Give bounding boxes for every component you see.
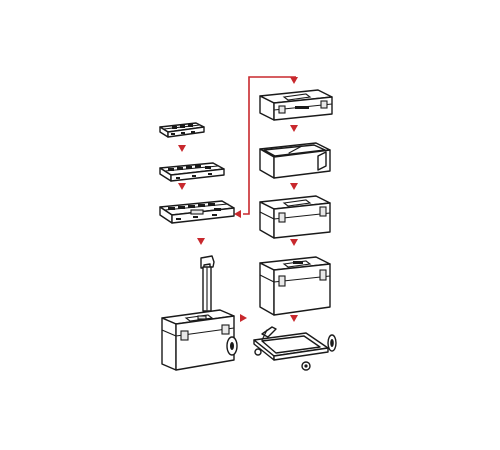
organizer-medium <box>159 162 225 182</box>
arrow-to-organizer-large <box>178 183 186 190</box>
arrow-to-deep-toolbox <box>290 239 298 246</box>
arrow-to-toolbox <box>290 183 298 190</box>
arrow-to-organizer-medium <box>178 145 186 152</box>
arrow-from-connector <box>234 210 241 218</box>
flat-toolbox <box>259 89 333 121</box>
toolbox <box>259 195 331 239</box>
arrow-to-open-tray <box>290 125 298 132</box>
arrow-to-mobile-toolbox <box>197 238 205 245</box>
organizer-large <box>159 200 235 224</box>
arrow-to-cart-side <box>240 314 247 322</box>
arrow-to-wheeled-cart <box>290 315 298 322</box>
mobile-toolbox-with-trolley <box>161 255 238 371</box>
deep-toolbox <box>259 256 331 316</box>
organizer-small <box>159 122 205 138</box>
arrow-to-flat-toolbox <box>290 77 298 84</box>
wheeled-cart <box>253 326 337 371</box>
connector-line <box>243 76 296 215</box>
open-tray <box>259 142 331 179</box>
